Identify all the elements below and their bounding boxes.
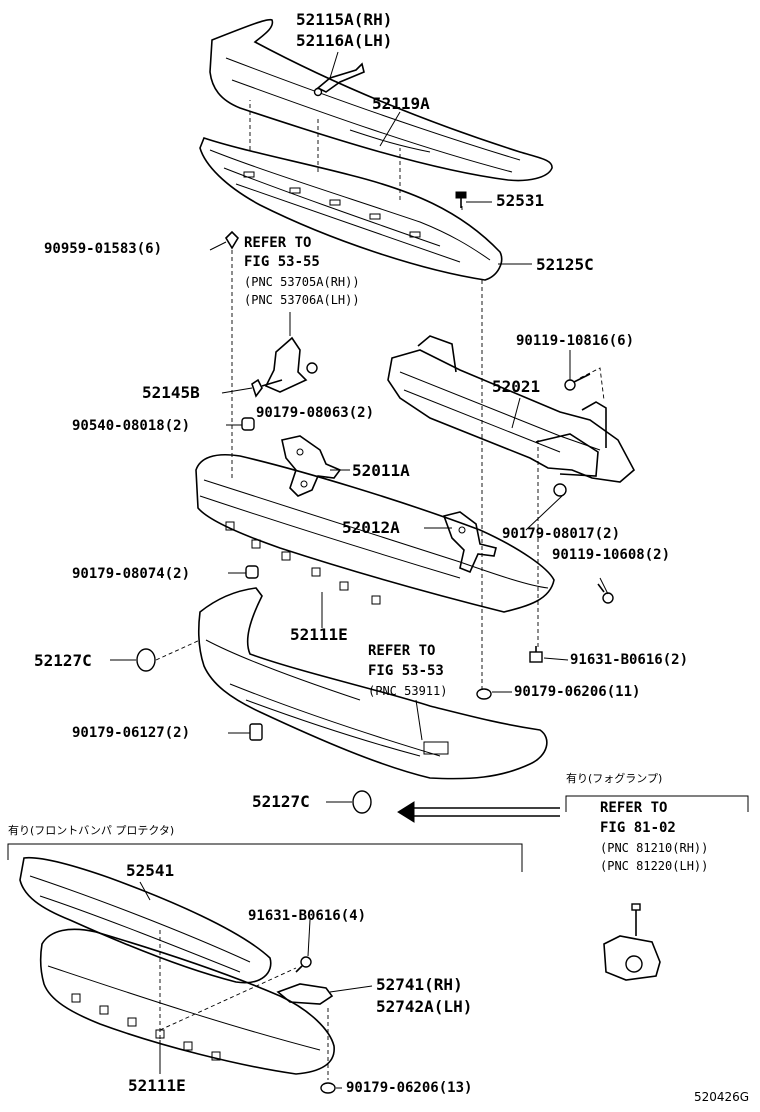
label-91631-B0616-bottom: 91631-B0616(4) [248,908,367,924]
label-52116A: 52116A(LH) [296,31,393,50]
cap-52127C-bottom-drawing [352,790,372,814]
bumper-52111E-bottom-drawing [39,928,335,1075]
refer2-line1: REFER TO [368,643,436,659]
nut-90179-06206-bottom-drawing [320,1082,336,1094]
label-90179-08063: 90179-08063(2) [256,405,375,421]
label-52531: 52531 [496,191,545,210]
label-52145B: 52145B [142,383,200,402]
nut-90179-08017-drawing [553,483,567,497]
bracket-52115A-drawing [313,62,365,97]
nut-90179-08074-drawing [245,565,259,579]
leader-lines [110,51,609,1089]
fog-lamp-arrow [397,801,560,823]
label-90119-10816: 90119-10816(6) [516,333,635,349]
refer1-line1: REFER TO [244,235,312,251]
fog-lamp-note: 有り(フォグランプ) [566,772,663,785]
refer3-line4: (PNC 81220(LH)) [600,859,709,873]
protector-note: 有り(フロントバンパ プロテクタ) [8,824,175,837]
label-90179-06206-top: 90179-06206(11) [514,684,641,700]
fog-lamp-drawing [603,903,661,981]
bracket-52741-drawing [276,983,334,1005]
cap-52127C-top-drawing [136,648,156,672]
bracket-52012A-drawing [442,511,497,574]
label-90179-08017: 90179-08017(2) [502,526,621,542]
label-52127C-top: 52127C [34,651,92,670]
bumper-52111E-drawing [195,454,555,613]
label-90119-10608: 90119-10608(2) [552,547,671,563]
under-cover-52125C-drawing [199,137,503,281]
label-52127C-bottom: 52127C [252,792,310,811]
clip-90959-drawing [224,230,240,250]
label-90179-06206-bottom: 90179-06206(13) [346,1080,473,1096]
reinforcement-52021-drawing [387,335,636,483]
label-52115A: 52115A(RH) [296,10,393,29]
label-52012A: 52012A [342,518,400,537]
label-90179-06127: 90179-06127(2) [72,725,191,741]
refer3-line2: FIG 81-02 [600,820,676,836]
diagram-id: 520426G [694,1090,750,1104]
refer3-line1: REFER TO [600,800,668,816]
label-90540-08018: 90540-08018(2) [72,418,191,434]
label-90179-08074: 90179-08074(2) [72,566,191,582]
bracket-52145B-drawing [251,336,308,398]
refer3-line3: (PNC 81210(RH)) [600,841,709,855]
bumper-extension-52119A-drawing [209,18,553,182]
refer1-line2: FIG 53-55 [244,254,320,270]
clip-90179-06127-drawing [249,723,263,741]
label-52021: 52021 [492,377,541,396]
protector-52541-drawing [19,856,272,984]
label-52541: 52541 [126,861,175,880]
label-91631-B0616-top: 91631-B0616(2) [570,652,689,668]
label-52742A: 52742A(LH) [376,997,473,1016]
label-52111E-bottom: 52111E [128,1076,186,1095]
label-52011A: 52011A [352,461,410,480]
nut-90179-08063-drawing [306,362,318,374]
clip-52531-drawing [455,191,467,208]
bolt-91631-top-drawing [529,646,543,663]
label-52119A: 52119A [372,94,430,113]
label-52125C: 52125C [536,255,594,274]
label-90959-01583: 90959-01583(6) [44,241,163,257]
bolt-91631-bottom-drawing [295,956,312,973]
bolt-90119-10608-drawing [597,583,614,604]
bracket-52011A-drawing [281,435,342,497]
nut-90540-08018-drawing [241,417,255,431]
bolt-90119-10816-drawing [564,373,591,391]
refer2-line3: (PNC 53911) [368,684,448,698]
lower-bumper-drawing [198,587,548,780]
label-52741: 52741(RH) [376,975,463,994]
refer1-line4: (PNC 53706A(LH)) [244,293,360,307]
refer2-line2: FIG 53-53 [368,663,444,679]
refer1-line3: (PNC 53705A(RH)) [244,275,360,289]
label-52111E-top: 52111E [290,625,348,644]
nut-90179-06206-top-drawing [476,688,492,700]
